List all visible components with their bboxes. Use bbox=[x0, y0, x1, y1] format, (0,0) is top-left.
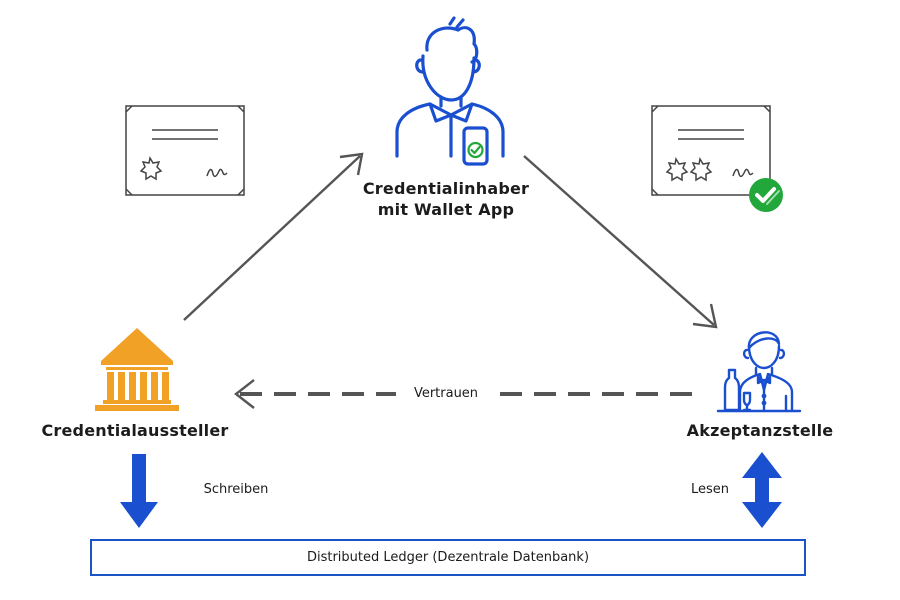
holder-label-line1: Credentialinhaber bbox=[362, 179, 530, 198]
holder-label-line2: mit Wallet App bbox=[377, 200, 515, 219]
waiter-icon bbox=[716, 331, 802, 413]
holder-label: Credentialinhaber mit Wallet App bbox=[346, 178, 546, 220]
ledger-box: Distributed Ledger (Dezentrale Datenbank… bbox=[90, 539, 806, 576]
present-arrow bbox=[523, 155, 718, 329]
trust-arrow bbox=[234, 379, 692, 409]
person-with-phone-icon bbox=[395, 16, 505, 166]
write-arrow bbox=[120, 454, 158, 528]
ledger-label: Distributed Ledger (Dezentrale Datenbank… bbox=[306, 550, 590, 565]
read-arrow bbox=[742, 452, 782, 528]
issuer-label: Credentialaussteller bbox=[41, 421, 229, 440]
bank-building-icon bbox=[95, 328, 179, 411]
trust-label: Vertrauen bbox=[413, 386, 479, 401]
write-label: Schreiben bbox=[203, 482, 269, 497]
verified-certificate-icon bbox=[651, 105, 783, 212]
read-label: Lesen bbox=[690, 482, 730, 497]
verifier-label: Akzeptanzstelle bbox=[686, 421, 834, 440]
issue-arrow bbox=[183, 152, 364, 321]
certificate-icon bbox=[125, 105, 245, 196]
